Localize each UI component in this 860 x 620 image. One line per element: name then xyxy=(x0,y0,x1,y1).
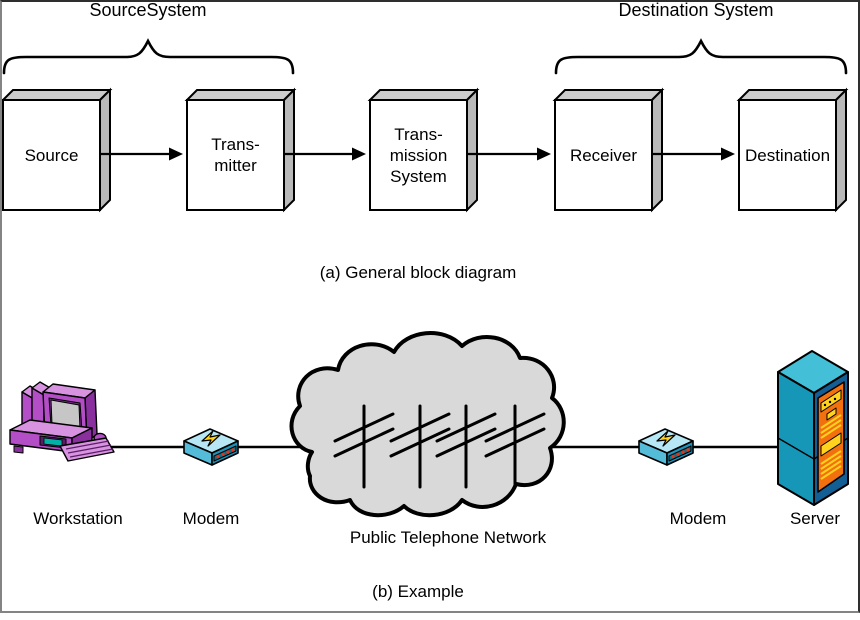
block-label-transmitter: Trans- mitter xyxy=(211,135,260,175)
block-label-receiver: Receiver xyxy=(569,145,638,165)
block-transmitter-box xyxy=(184,87,297,213)
workstation-label: Workstation xyxy=(33,509,123,528)
destination-system-group-label: Destination System xyxy=(618,0,774,20)
arrow-transmitter-to-transmission xyxy=(284,147,366,161)
source-system-brace xyxy=(2,38,295,75)
modem-left-label: Modem xyxy=(182,509,240,528)
workstation-icon xyxy=(9,381,115,462)
block-receiver-box xyxy=(552,87,665,213)
block-label-destination: Destination xyxy=(744,145,831,165)
telephone-pole-icon xyxy=(484,404,546,489)
arrow-receiver-to-destination xyxy=(652,147,735,161)
server-label: Server xyxy=(789,509,841,528)
block-destination-box xyxy=(736,87,849,213)
arrow-transmission-to-receiver xyxy=(467,147,551,161)
block-label-transmission-system: Trans- mission System xyxy=(389,124,448,186)
modem-right-label: Modem xyxy=(669,509,727,528)
source-system-group-label: SourceSystem xyxy=(89,0,207,20)
telephone-pole-icon xyxy=(389,404,451,489)
block-label-source: Source xyxy=(24,145,79,165)
destination-system-brace xyxy=(554,38,848,75)
telephone-pole-icon xyxy=(333,404,395,489)
modem-icon-right xyxy=(638,428,694,466)
block-source-box xyxy=(0,87,113,213)
block-transmission-system-box xyxy=(367,87,480,213)
server-icon xyxy=(777,350,849,506)
modem-icon-left xyxy=(183,428,239,466)
public-telephone-network-cloud-icon xyxy=(289,331,566,518)
caption-a: (a) General block diagram xyxy=(319,263,517,282)
telephone-pole-icon xyxy=(435,404,497,489)
arrow-source-to-transmitter xyxy=(100,147,183,161)
caption-b: (b) Example xyxy=(372,582,464,601)
public-telephone-network-label: Public Telephone Network xyxy=(349,528,547,547)
